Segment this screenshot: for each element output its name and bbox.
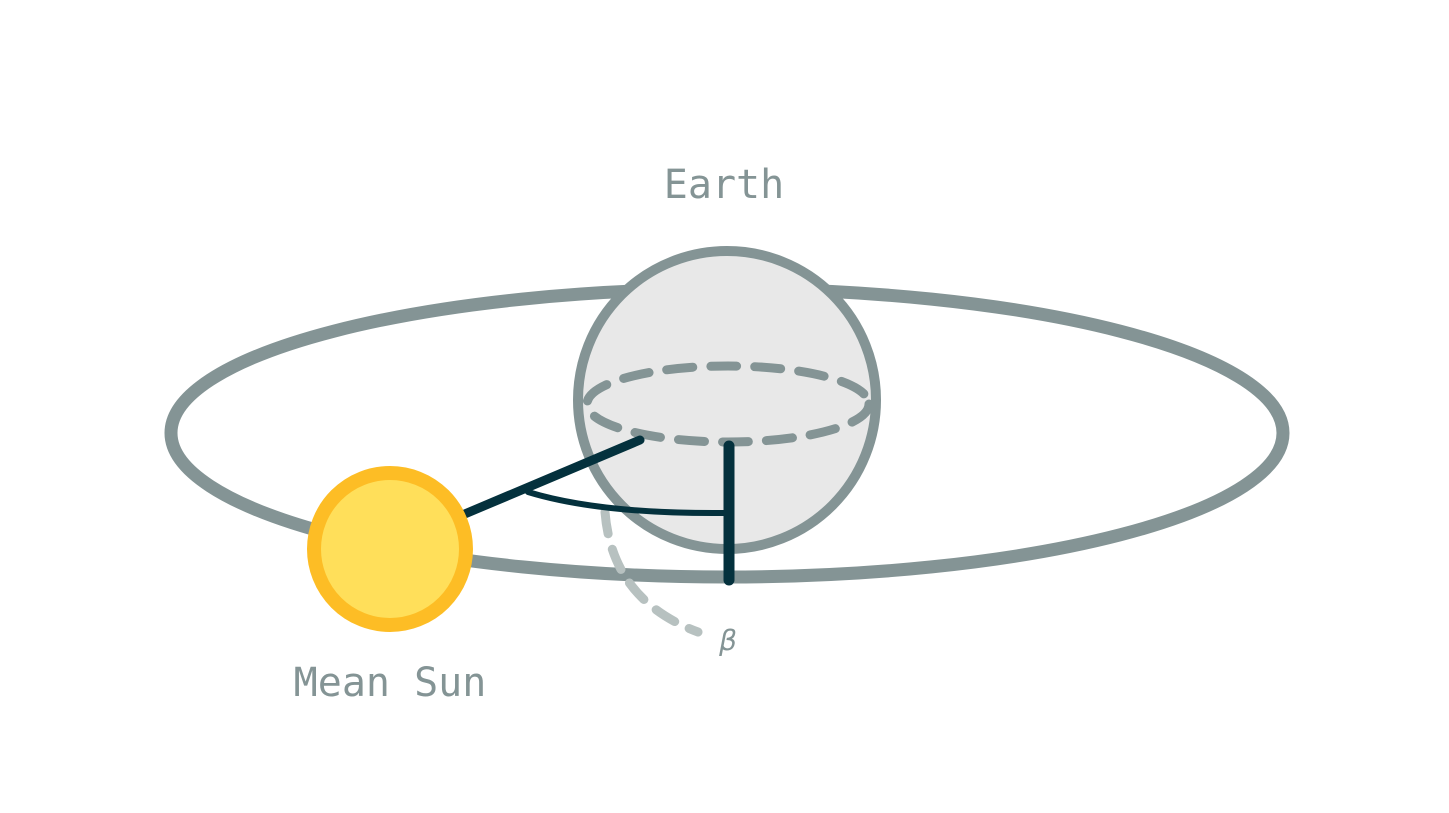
beta-arc [600,507,703,637]
sun-earth-vector [455,435,645,521]
mean-sun-label: Mean Sun [294,660,487,706]
angle-arc [525,489,727,517]
mean-sun-circle [307,466,473,632]
beta-label: β [718,624,737,657]
earth-label: Earth [664,162,784,208]
